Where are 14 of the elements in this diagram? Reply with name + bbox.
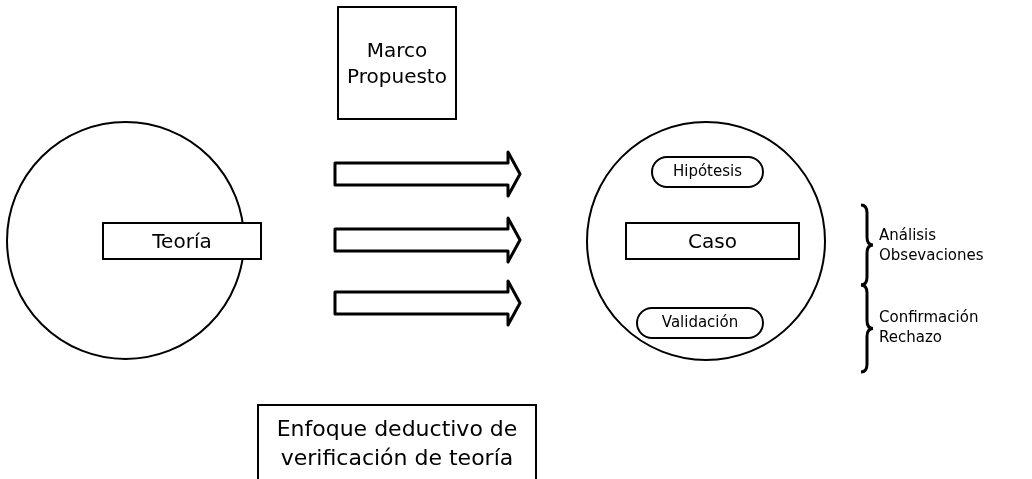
- annotation-text: Confirmación: [879, 308, 979, 326]
- annotation-text: Obsevaciones: [879, 246, 984, 264]
- process-box: Teoría: [102, 222, 262, 260]
- block-arrow: [333, 216, 522, 264]
- block-arrow: [333, 150, 522, 198]
- rounded-box: Validación: [636, 307, 764, 339]
- annotation-text: Análisis: [879, 226, 937, 244]
- block-arrow: [333, 279, 522, 327]
- process-box: Enfoque deductivo de verificación de teoría: [257, 404, 537, 479]
- circle: [586, 121, 826, 361]
- rounded-box: Hipótesis: [651, 156, 764, 188]
- annotation-text: Rechazo: [879, 328, 942, 346]
- process-box: Caso: [625, 222, 800, 260]
- process-box: Marco Propuesto: [337, 6, 457, 120]
